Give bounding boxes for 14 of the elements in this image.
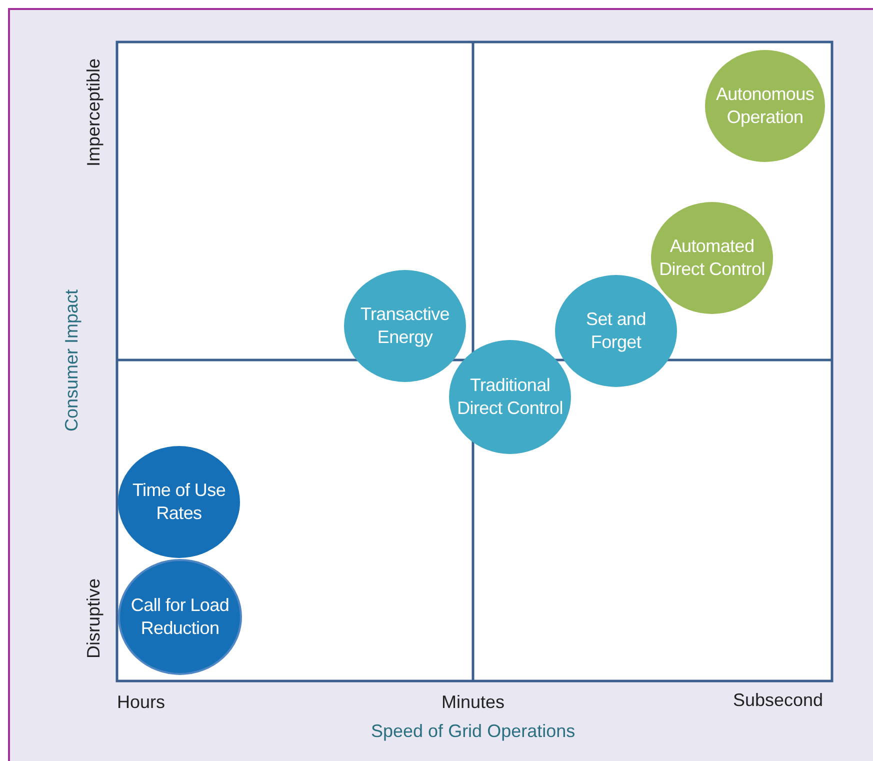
axis-tick-label: Hours xyxy=(117,692,166,712)
bubble-label: Time of Use Rates xyxy=(131,479,227,525)
axis-tick-label: Subsecond xyxy=(733,690,824,710)
axis-title: Consumer Impact xyxy=(62,288,83,432)
bubble-label: Traditional Direct Control xyxy=(456,374,564,420)
axis-title: Speed of Grid Operations xyxy=(371,720,576,742)
axis-tick-label: Disruptive xyxy=(84,578,105,658)
axis-tick-label: Minutes xyxy=(442,692,505,712)
bubble-label: Autonomous Operation xyxy=(714,83,816,129)
bubble-label: Automated Direct Control xyxy=(658,235,766,281)
bubble-label: Set and Forget xyxy=(585,308,647,354)
bubble-label: Call for Load Reduction xyxy=(130,594,230,640)
axis-tick-label: Imperceptible xyxy=(84,58,105,166)
bubble-label: Transactive Energy xyxy=(359,303,451,349)
